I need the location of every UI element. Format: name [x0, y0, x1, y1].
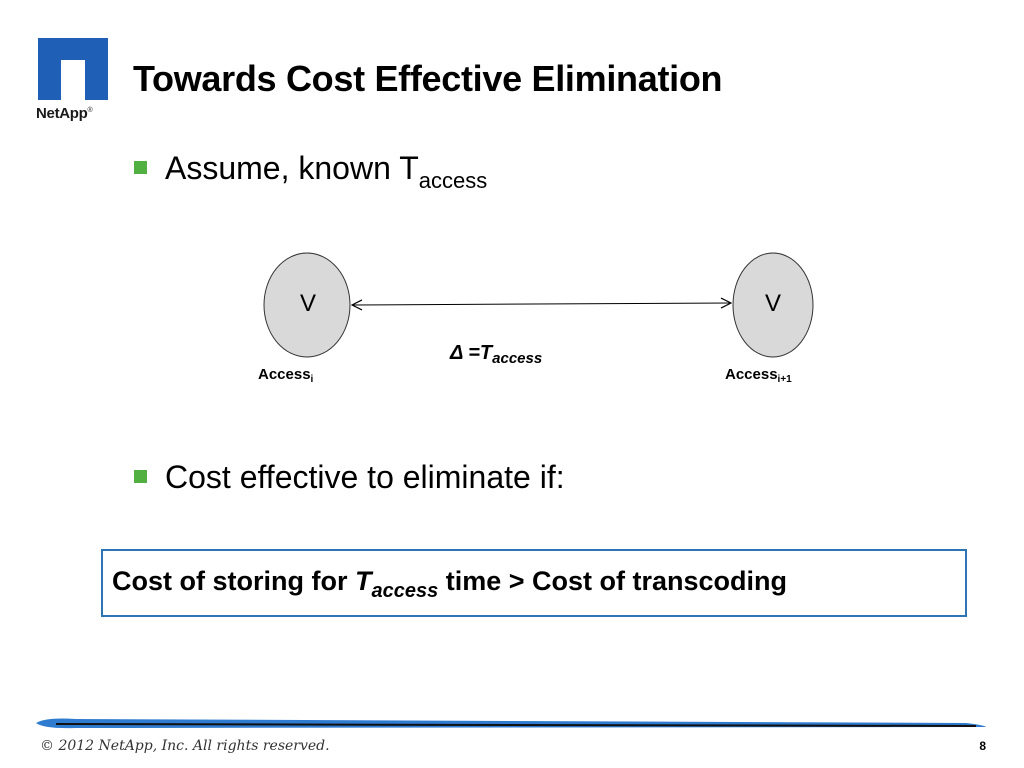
netapp-logo-icon — [38, 38, 108, 100]
bullet-text: Cost effective to eliminate if: — [165, 459, 565, 495]
formula-text: Cost of storing for Taccess time > Cost … — [112, 566, 788, 602]
node-right — [732, 252, 814, 358]
bullet-square-icon — [134, 470, 147, 483]
page-number: 8 — [979, 739, 986, 753]
copyright-text: © 2012 NetApp, Inc. All rights reserved. — [40, 738, 330, 754]
delta-label: Δ =Taccess — [450, 342, 543, 367]
footer-divider — [36, 718, 986, 729]
slide-title: Towards Cost Effective Elimination — [133, 58, 723, 99]
interval-arrow — [352, 303, 731, 305]
bullet-square-icon — [134, 161, 147, 174]
formula-box: Cost of storing for Taccess time > Cost … — [101, 549, 967, 617]
access-left-label: Accessi — [258, 366, 314, 385]
node-left-label: V — [299, 290, 316, 317]
diagram-graphics — [263, 252, 814, 358]
node-right-label: V — [764, 290, 781, 317]
logo-wordmark: NetApp® — [36, 105, 93, 122]
node-left — [263, 252, 351, 358]
access-diagram: V V Δ =Taccess Accessi Accessi+1 — [240, 245, 840, 405]
access-right-label: Accessi+1 — [725, 366, 792, 385]
netapp-logo: NetApp® — [36, 38, 116, 128]
bullet-text: Assume, known Taccess — [165, 150, 488, 193]
